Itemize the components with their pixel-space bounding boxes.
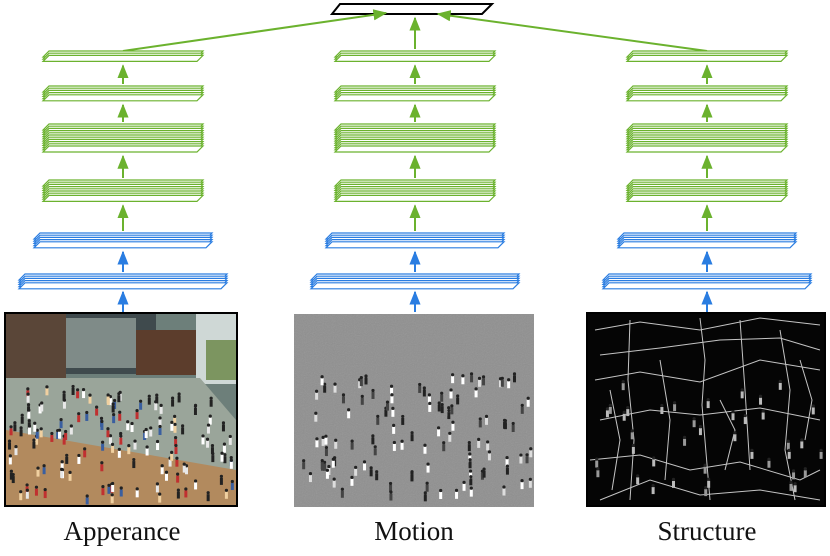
motion-layer-6 [333, 50, 497, 63]
structure-input-image [586, 312, 826, 507]
appearance-input-image [4, 312, 238, 507]
appearance-layer-3 [41, 179, 205, 202]
appearance-layer-4 [41, 123, 205, 153]
appearance-layer-5 [41, 85, 205, 102]
structure-layer-2 [616, 232, 798, 249]
output-plane [329, 3, 495, 15]
structure-layer-5 [625, 85, 789, 102]
motion-layer-1 [309, 273, 521, 290]
motion-caption: Motion [374, 516, 454, 546]
structure-layer-6 [625, 50, 789, 63]
structure-layer-3 [625, 179, 789, 202]
motion-layer-5 [333, 85, 497, 102]
fusion-arrow-appearance [122, 9, 388, 52]
motion-input-image [294, 314, 534, 507]
motion-layer-2 [324, 232, 506, 249]
appearance-layer-2 [32, 232, 214, 249]
structure-caption: Structure [657, 516, 757, 546]
fusion-arrow-structure [436, 10, 708, 52]
structure-layer-1 [601, 273, 813, 290]
appearance-layer-1 [17, 273, 229, 290]
structure-layer-4 [625, 123, 789, 153]
appearance-caption: Apperance [63, 516, 181, 546]
motion-layer-4 [333, 123, 497, 153]
motion-layer-3 [333, 179, 497, 202]
appearance-layer-6 [41, 50, 205, 63]
